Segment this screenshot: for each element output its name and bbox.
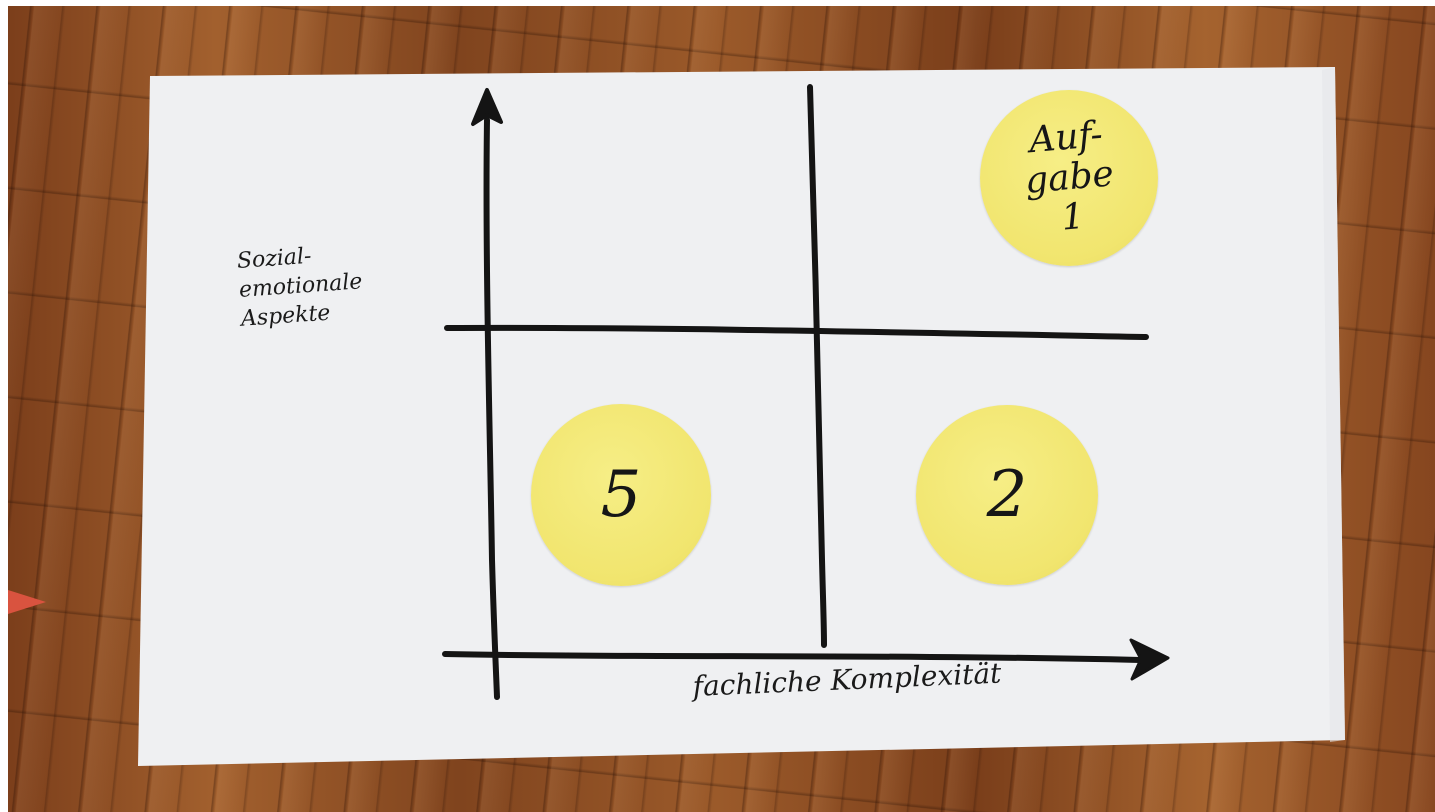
y-axis-line	[483, 117, 500, 700]
aufgabe-sticker-text: Auf- gabe 1	[1020, 114, 1119, 241]
horizontal-divider	[444, 324, 1149, 340]
x-axis-label: fachliche Komplexität	[692, 656, 1002, 703]
aufgabe-line: gabe	[1022, 153, 1115, 202]
aufgabe-sticker: Auf- gabe 1	[980, 90, 1158, 266]
arrow-right-icon	[1129, 638, 1170, 681]
y-axis-label-line: Sozial-	[236, 243, 313, 274]
paper-shade	[1322, 67, 1345, 742]
red-marker-shape	[8, 590, 46, 614]
y-axis-label: Sozial- emotionale Aspekte	[236, 238, 365, 333]
x-axis-line	[442, 651, 1143, 663]
paper	[138, 67, 1345, 766]
sticker-number: 5	[600, 458, 642, 532]
vertical-divider	[807, 84, 827, 648]
sticker-lower-left: 5	[531, 404, 711, 586]
y-axis-label-line: Aspekte	[240, 300, 332, 332]
aufgabe-line: Auf-	[1027, 114, 1104, 162]
sticker-number: 2	[986, 458, 1028, 532]
y-axis-label-line: emotionale	[238, 269, 364, 303]
aufgabe-line: 1	[1059, 195, 1086, 239]
sticker-lower-right: 2	[916, 405, 1098, 585]
arrow-up-icon	[471, 88, 503, 126]
